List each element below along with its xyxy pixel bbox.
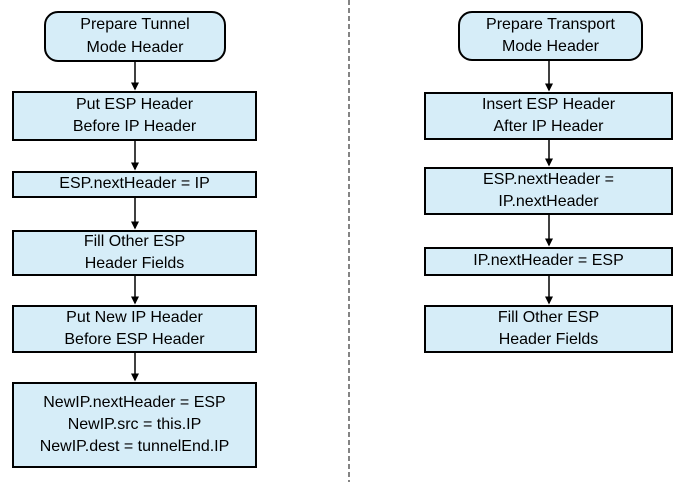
node-label: Fill Other ESP Header Fields bbox=[497, 308, 600, 348]
node-insert-esp-header-after-ip-header: Insert ESP Header After IP Header bbox=[424, 92, 673, 140]
node-ip-nextheader-esp: IP.nextHeader = ESP bbox=[424, 247, 673, 276]
node-label: Fill Other ESP Header Fields bbox=[83, 232, 186, 272]
node-label: NewIP.nextHeader = ESP NewIP.src = this.… bbox=[39, 393, 230, 456]
node-label: IP.nextHeader = ESP bbox=[473, 252, 624, 270]
node-fill-other-esp-header-fields-transport: Fill Other ESP Header Fields bbox=[424, 305, 673, 353]
node-label: Prepare Tunnel Mode Header bbox=[80, 16, 190, 56]
node-label: ESP.nextHeader = IP bbox=[59, 175, 210, 193]
node-prepare-tunnel-mode-header: Prepare Tunnel Mode Header bbox=[44, 11, 226, 62]
node-put-esp-header-before-ip-header: Put ESP Header Before IP Header bbox=[12, 91, 257, 141]
node-label: Prepare Transport Mode Header bbox=[486, 15, 615, 55]
node-put-new-ip-header-before-esp-header: Put New IP Header Before ESP Header bbox=[12, 305, 257, 353]
node-label: Put New IP Header Before ESP Header bbox=[64, 308, 205, 348]
node-prepare-transport-mode-header: Prepare Transport Mode Header bbox=[458, 11, 643, 61]
node-label: Put ESP Header Before IP Header bbox=[72, 95, 197, 135]
node-newip-assignments: NewIP.nextHeader = ESP NewIP.src = this.… bbox=[12, 382, 257, 468]
node-label: Insert ESP Header After IP Header bbox=[481, 95, 616, 135]
node-esp-nextheader-ip-nextheader: ESP.nextHeader = IP.nextHeader bbox=[424, 167, 673, 215]
node-label: ESP.nextHeader = IP.nextHeader bbox=[483, 170, 614, 210]
node-fill-other-esp-header-fields-tunnel: Fill Other ESP Header Fields bbox=[12, 230, 257, 276]
node-esp-nextheader-ip: ESP.nextHeader = IP bbox=[12, 171, 257, 198]
